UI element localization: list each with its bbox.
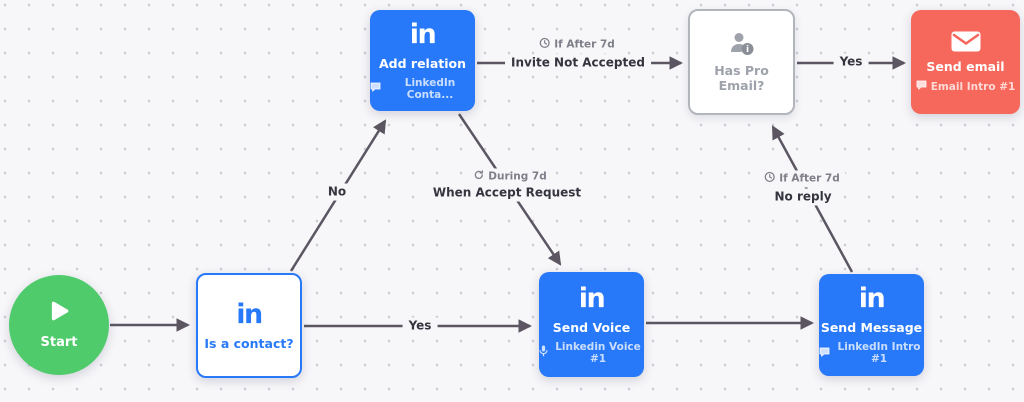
- linkedin-icon: in: [409, 18, 437, 50]
- node-subtitle: Linkedin Voice #1: [539, 341, 644, 365]
- linkedin-icon: in: [578, 282, 606, 314]
- node-is-a-contact[interactable]: in Is a contact?: [196, 273, 302, 378]
- svg-text:i: i: [745, 45, 748, 55]
- edge-condition-accept: During 7d: [468, 168, 552, 186]
- contact-info-icon: i: [728, 32, 756, 56]
- refresh-icon: [473, 169, 484, 184]
- node-title: Has Pro Email?: [714, 62, 769, 93]
- edge-label-invite: Invite Not Accepted: [505, 54, 651, 72]
- edge-label-email-yes: Yes: [833, 53, 869, 71]
- edge-condition-text: If After 7d: [779, 172, 840, 185]
- play-icon: [48, 300, 70, 326]
- edge-condition-text: If After 7d: [554, 38, 615, 51]
- chat-icon: [916, 80, 927, 93]
- envelope-icon: [951, 31, 981, 52]
- linkedin-icon: in: [236, 298, 263, 330]
- microphone-icon: [539, 345, 548, 360]
- node-subtitle-text: LinkedIn Intro #1: [837, 341, 921, 365]
- node-subtitle: Email Intro #1: [916, 80, 1016, 93]
- node-subtitle: LinkedIn Intro #1: [819, 341, 924, 365]
- node-add-relation[interactable]: in Add relation LinkedIn Conta...: [370, 10, 475, 111]
- node-send-message[interactable]: in Send Message LinkedIn Intro #1: [819, 274, 924, 376]
- node-subtitle-text: Linkedin Voice #1: [555, 340, 641, 365]
- node-title: Is a contact?: [204, 335, 294, 351]
- edge-label-accept: When Accept Request: [426, 184, 588, 202]
- node-title: Add relation: [378, 55, 467, 71]
- node-has-pro-email[interactable]: i Has Pro Email?: [688, 9, 795, 115]
- start-label: Start: [40, 335, 78, 350]
- chat-icon: [370, 82, 381, 95]
- node-subtitle-text: LinkedIn Conta...: [404, 76, 456, 101]
- node-title: Send Message: [820, 320, 923, 335]
- edge-condition-noreply: If After 7d: [759, 170, 845, 188]
- node-subtitle: LinkedIn Conta...: [370, 77, 475, 101]
- node-send-voice[interactable]: in Send Voice Linkedin Voice #1: [539, 272, 644, 377]
- node-title: Send email: [926, 59, 1005, 74]
- clock-icon: [764, 171, 775, 186]
- chat-icon: [819, 347, 830, 360]
- edge-label-noreply: No reply: [768, 188, 838, 206]
- node-send-email[interactable]: Send email Email Intro #1: [911, 10, 1020, 114]
- node-title: Send Voice: [552, 319, 631, 335]
- node-start[interactable]: Start: [9, 275, 109, 375]
- edge-condition-invite: If After 7d: [534, 36, 620, 54]
- node-subtitle-text: Email Intro #1: [930, 80, 1016, 93]
- edge-condition-text: During 7d: [488, 170, 547, 183]
- clock-icon: [539, 37, 550, 52]
- edge-label-contact-yes: Yes: [402, 317, 438, 335]
- linkedin-icon: in: [858, 283, 886, 314]
- edge-label-contact-no: No: [321, 183, 353, 201]
